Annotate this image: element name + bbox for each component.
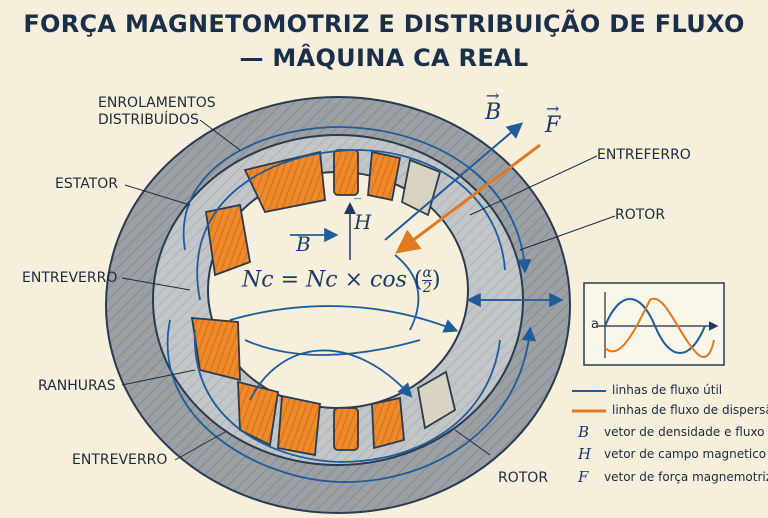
vector-b-center: B <box>296 232 311 256</box>
label-entreferro: ENTREFERRO <box>597 147 691 163</box>
legend-b-symbol: B <box>578 423 590 441</box>
inset-axis-label: a <box>591 317 599 332</box>
equation-lhs: Nc <box>242 267 274 293</box>
leader-lines <box>121 119 616 461</box>
legend-h-text: vetor de campo magnetico <box>604 447 767 461</box>
legend-b-text: vetor de densidade e fluxo <box>604 425 765 439</box>
slot-coil <box>190 317 241 382</box>
label-enrolamentos-line1: ENROLAMENTOS <box>98 95 216 111</box>
vector-b-top: → B <box>485 86 502 125</box>
flux-lines <box>166 126 564 483</box>
label-entreverro-upper: ENTREVERRO <box>22 270 118 286</box>
vector-f-top: → F <box>545 99 561 138</box>
equation-numerator: α <box>422 265 432 281</box>
page-title: FORÇA MAGNETOMOTRIZ E DISTRIBUIÇÃO DE FL… <box>23 10 745 38</box>
slot-coil <box>333 407 359 451</box>
inset-graph <box>583 282 725 366</box>
mmf-equation: Nc = Nc × cos ( α 2 ) <box>242 265 441 296</box>
label-rotor-lower: ROTOR <box>498 470 549 486</box>
label-ranhuras: RANHURAS <box>38 378 116 394</box>
b-vector-arrow <box>384 122 524 241</box>
label-enrolamentos: ENROLAMENTOS DISTRIBUÍDOS <box>98 95 216 129</box>
vector-h-letter: H <box>354 210 372 234</box>
inset-flux-wave <box>604 298 706 354</box>
label-entreverro-lower: ENTREVERRO <box>72 452 168 468</box>
slot-coil <box>204 203 252 277</box>
slot-coil <box>237 380 280 447</box>
legend-h-symbol: H <box>578 445 592 463</box>
equation-rhs: Nc × cos <box>306 267 407 293</box>
legend-f-symbol: F <box>578 468 589 486</box>
legend-flux-text: linhas de fluxo útil <box>612 383 723 397</box>
label-enrolamentos-line2: DISTRIBUÍDOS <box>98 112 199 128</box>
equation-denominator: 2 <box>422 280 432 296</box>
slot-coil <box>333 149 359 196</box>
legend-leakage-text: linhas de fluxo de dispersão <box>612 403 768 417</box>
vector-f-top-letter: F <box>545 113 561 138</box>
slot-coil <box>243 150 326 214</box>
slot-empty <box>417 370 457 430</box>
vector-h-center: ‾ H <box>354 196 372 234</box>
slot-coil <box>367 150 402 202</box>
label-rotor-upper: ROTOR <box>615 207 666 223</box>
slot-coil <box>277 394 321 457</box>
f-vector-arrow <box>395 143 541 254</box>
legend-f-text: vetor de força magnemotriz <box>604 470 768 484</box>
label-estator: ESTATOR <box>55 176 118 192</box>
vector-b-top-letter: B <box>485 100 502 125</box>
slots <box>190 149 457 457</box>
page-subtitle: — MÂQUINA CA REAL <box>239 44 529 72</box>
slot-coil <box>371 396 405 450</box>
inset-leakage-wave <box>604 297 715 358</box>
